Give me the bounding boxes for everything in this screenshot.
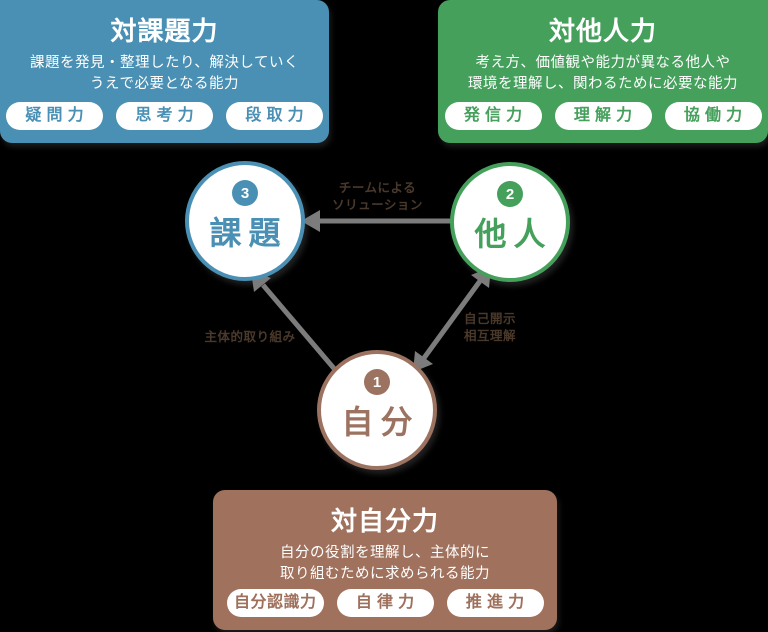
arrow-label-proactive: 主体的取り組み <box>204 330 296 344</box>
arrow-label-team-line1: チームによる <box>338 181 417 195</box>
circle-task-number-badge: 3 <box>232 180 258 206</box>
arrow-label-disclosure: 自己開示 相互理解 <box>464 311 516 345</box>
pill-dandori-ryoku: 段取力 <box>226 102 323 130</box>
box-task-ability: 対課題力 課題を発見・整理したり、解決していく うえで必要となる能力 疑問力 思… <box>0 0 329 143</box>
pill-jiritsu-ryoku: 自律力 <box>336 589 434 617</box>
circle-task-label: 課題 <box>209 215 288 251</box>
circle-self-number-badge: 1 <box>364 369 390 395</box>
circle-others-number-badge: 2 <box>497 181 523 207</box>
pill-suishin-ryoku: 推進力 <box>446 589 544 617</box>
pill-hasshin-ryoku: 発信力 <box>444 102 542 130</box>
box-self-pill-row: 自分認識力 自律力 推進力 <box>213 589 557 617</box>
box-task-description: 課題を発見・整理したり、解決していく うえで必要となる能力 <box>0 53 329 95</box>
circle-self-label: 自分 <box>341 404 420 440</box>
circle-task: 3 課題 <box>185 161 305 281</box>
box-task-title: 対課題力 <box>110 16 219 46</box>
box-self-ability: 対自分力 自分の役割を理解し、主体的に 取り組むために求められる能力 自分認識力… <box>213 490 557 630</box>
pill-jibun-ninshiki-ryoku: 自分認識力 <box>226 589 324 617</box>
circle-self: 1 自分 <box>317 350 437 470</box>
pill-kyoudou-ryoku: 協働力 <box>664 102 762 130</box>
box-others-pill-row: 発信力 理解力 協働力 <box>438 102 768 130</box>
circle-others-label: 他人 <box>474 216 553 252</box>
box-self-desc-line2: 取り組むために求められる能力 <box>280 566 490 583</box>
box-self-title: 対自分力 <box>330 506 439 536</box>
pill-gimon-ryoku: 疑問力 <box>6 102 103 130</box>
box-others-desc-line2: 環境を理解し、関わるために必要な能力 <box>468 76 738 93</box>
box-task-desc-line2: うえで必要となる能力 <box>89 76 240 93</box>
box-task-pill-row: 疑問力 思考力 段取力 <box>0 102 329 130</box>
arrow-label-team-line2: ソリューション <box>332 197 423 212</box>
circle-others: 2 他人 <box>450 162 570 282</box>
box-others-ability: 対他人力 考え方、価値観や能力が異なる他人や 環境を理解し、関わるために必要な能… <box>438 0 768 143</box>
box-others-description: 考え方、価値観や能力が異なる他人や 環境を理解し、関わるために必要な能力 <box>438 53 768 95</box>
box-self-description: 自分の役割を理解し、主体的に 取り組むために求められる能力 <box>213 543 557 585</box>
box-others-title: 対他人力 <box>548 16 657 46</box>
arrow-label-team-solution: チームによる ソリューション <box>295 180 460 214</box>
pill-shikou-ryoku: 思考力 <box>116 102 213 130</box>
box-others-desc-line1: 考え方、価値観や能力が異なる他人や <box>475 55 731 71</box>
arrow-label-disclosure-line1: 自己開示 <box>464 312 517 326</box>
box-self-desc-line1: 自分の役割を理解し、主体的に <box>280 545 490 561</box>
arrow-proactive <box>251 271 339 374</box>
arrow-label-disclosure-line2: 相互理解 <box>464 328 517 343</box>
pill-rikai-ryoku: 理解力 <box>554 102 652 130</box>
box-task-desc-line1: 課題を発見・整理したり、解決していく <box>30 55 299 71</box>
